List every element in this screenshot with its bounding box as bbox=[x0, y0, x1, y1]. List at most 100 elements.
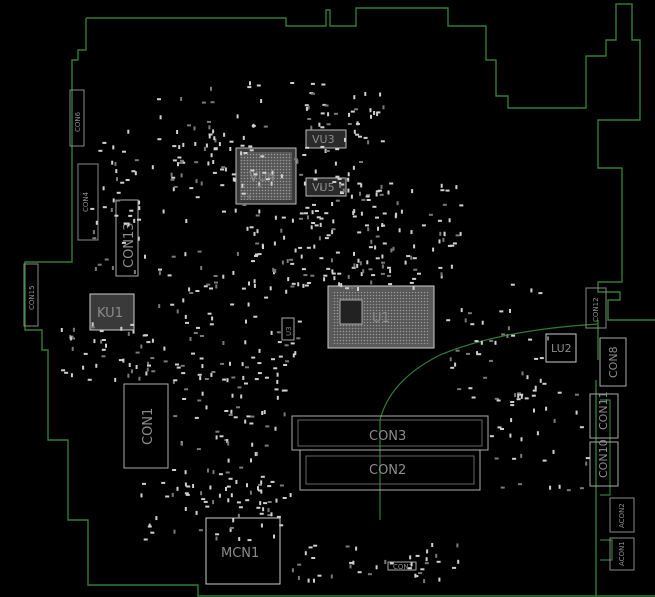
con11-label: CON11 bbox=[597, 391, 610, 430]
smd-pad bbox=[130, 369, 133, 374]
smd-pad bbox=[438, 266, 443, 269]
smd-pad bbox=[351, 285, 354, 290]
smd-pad bbox=[182, 398, 187, 400]
con11-connector[interactable]: CON11 bbox=[589, 391, 619, 439]
smd-pad bbox=[240, 144, 245, 147]
smd-pad bbox=[415, 554, 420, 557]
smd-pad bbox=[468, 387, 473, 390]
smd-pad bbox=[110, 208, 113, 212]
con10-connector[interactable]: CON10 bbox=[589, 439, 619, 487]
smd-pad bbox=[201, 498, 206, 501]
smd-pad bbox=[253, 283, 256, 288]
smd-pad bbox=[249, 226, 254, 229]
smd-pad bbox=[477, 353, 482, 356]
smd-pad bbox=[243, 152, 248, 154]
smd-pad bbox=[151, 165, 154, 170]
con7-connector[interactable]: CON7 bbox=[387, 561, 417, 571]
smd-pad bbox=[323, 277, 326, 282]
smd-pad bbox=[270, 181, 273, 186]
smd-pad bbox=[189, 292, 194, 294]
smd-pad bbox=[348, 112, 350, 117]
smd-pad bbox=[539, 378, 542, 383]
con15-connector[interactable]: CON15 bbox=[23, 263, 39, 327]
smd-pad bbox=[500, 486, 505, 489]
smd-pad bbox=[267, 501, 272, 503]
smd-pad bbox=[359, 161, 363, 163]
smd-pad bbox=[94, 267, 97, 271]
smd-pad bbox=[111, 266, 114, 270]
smd-pad bbox=[222, 210, 226, 213]
smd-pad bbox=[142, 482, 146, 485]
vu4-chip[interactable]: VU4 bbox=[235, 147, 297, 205]
smd-pad bbox=[534, 385, 537, 390]
smd-pad bbox=[172, 159, 177, 162]
smd-pad bbox=[566, 489, 571, 492]
smd-pad bbox=[362, 269, 365, 274]
smd-pad bbox=[212, 470, 215, 475]
con6-connector[interactable]: CON6 bbox=[69, 89, 85, 147]
smd-pad bbox=[518, 483, 522, 486]
smd-pad bbox=[357, 258, 360, 263]
smd-pad bbox=[389, 182, 394, 185]
smd-pad bbox=[545, 406, 548, 411]
smd-pad bbox=[165, 495, 170, 498]
smd-pad bbox=[367, 227, 370, 232]
smd-pad bbox=[180, 159, 184, 162]
smd-pad bbox=[370, 114, 372, 119]
smd-pad bbox=[347, 274, 350, 279]
smd-pad bbox=[304, 551, 307, 556]
smd-pad bbox=[307, 105, 310, 110]
smd-pad bbox=[319, 222, 322, 227]
smd-pad bbox=[123, 222, 128, 225]
smd-pad bbox=[242, 135, 245, 140]
smd-pad bbox=[226, 485, 231, 488]
smd-pad bbox=[558, 484, 561, 489]
smd-pad bbox=[250, 415, 255, 418]
smd-pad bbox=[431, 543, 434, 547]
smd-pad bbox=[184, 388, 189, 391]
smd-pad bbox=[138, 206, 141, 211]
con1-connector[interactable]: CON1 bbox=[123, 383, 169, 469]
board-outline bbox=[24, 3, 655, 597]
smd-pad bbox=[333, 276, 336, 281]
lu2-chip[interactable]: LU2 bbox=[545, 333, 577, 363]
smd-pad bbox=[375, 216, 379, 219]
smd-pad bbox=[335, 251, 340, 254]
acon1-connector[interactable]: ACON1 bbox=[609, 537, 635, 571]
smd-pad bbox=[280, 228, 283, 233]
smd-pad bbox=[236, 114, 239, 119]
con2-connector[interactable]: CON2 bbox=[299, 449, 481, 491]
smd-pad bbox=[338, 282, 341, 287]
u3-chip[interactable]: U3 bbox=[281, 317, 295, 341]
vu3-chip[interactable]: VU3 bbox=[305, 129, 347, 149]
smd-pad bbox=[418, 572, 423, 575]
acon2-connector[interactable]: ACON2 bbox=[609, 497, 635, 533]
smd-pad bbox=[499, 310, 504, 313]
smd-pad bbox=[454, 362, 457, 367]
mcn1-module[interactable]: MCN1 bbox=[205, 517, 281, 585]
smd-pad bbox=[526, 375, 529, 380]
con13-label: CON13 bbox=[122, 222, 137, 268]
smd-pad bbox=[406, 255, 411, 258]
smd-pad bbox=[195, 510, 198, 515]
smd-pad bbox=[319, 217, 324, 220]
smd-pad bbox=[457, 388, 462, 391]
ku1-chip[interactable]: KU1 bbox=[89, 293, 135, 331]
con8-connector[interactable]: CON8 bbox=[599, 337, 627, 387]
smd-pad bbox=[281, 216, 286, 219]
smd-pad bbox=[327, 112, 330, 117]
smd-pad bbox=[116, 199, 121, 202]
u1-label: U1 bbox=[372, 311, 390, 326]
smd-pad bbox=[318, 122, 321, 127]
smd-pad bbox=[205, 405, 208, 410]
smd-pad bbox=[489, 339, 494, 342]
smd-pad bbox=[257, 362, 262, 365]
con4-connector[interactable]: CON4 bbox=[77, 163, 99, 241]
smd-pad bbox=[211, 316, 214, 321]
u1-chip[interactable]: U1 bbox=[327, 285, 435, 349]
smd-pad bbox=[157, 98, 161, 101]
con12-connector[interactable]: CON12 bbox=[585, 287, 607, 329]
smd-pad bbox=[313, 578, 315, 583]
smd-pad bbox=[306, 215, 309, 220]
smd-pad bbox=[61, 369, 66, 372]
